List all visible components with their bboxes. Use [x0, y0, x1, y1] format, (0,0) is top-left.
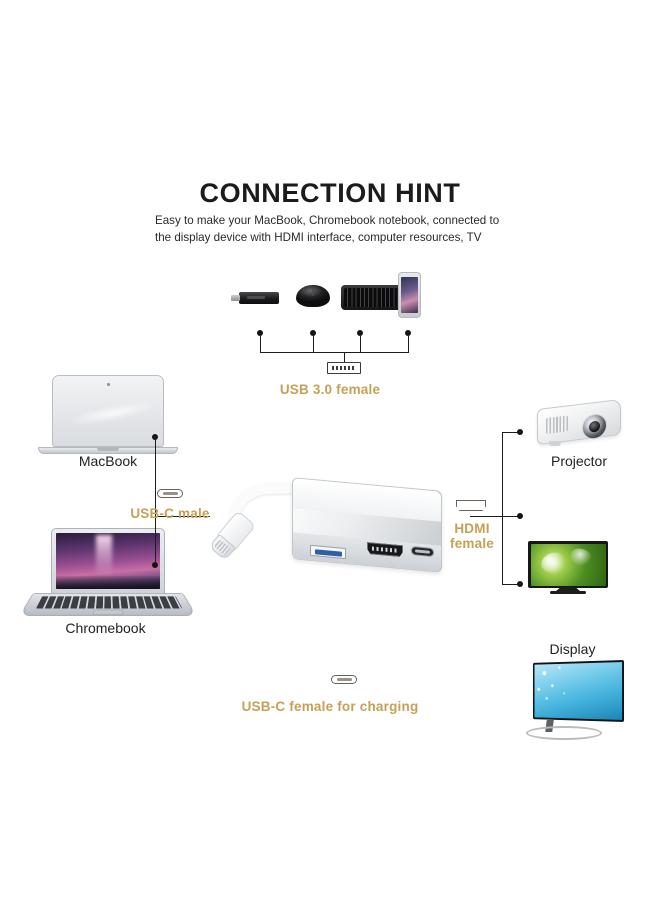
- connector-dot-keyboard: [357, 330, 363, 336]
- page-subtitle: Easy to make your MacBook, Chromebook no…: [155, 214, 500, 244]
- connector-dot-tv: [517, 513, 523, 519]
- page-title: CONNECTION HINT: [199, 178, 461, 208]
- usb-flash-drive-icon: [231, 292, 279, 304]
- adapter-usb-c-port: [411, 546, 434, 558]
- chromebook-illustration: [19, 528, 197, 620]
- projector-label: Projector: [550, 453, 608, 469]
- connector-bus-top: [260, 352, 409, 353]
- usbc-male-port-icon: [157, 489, 183, 498]
- connector-line: [260, 336, 261, 353]
- connector-dot-projector: [517, 429, 523, 435]
- adapter-usb-a-port: [310, 544, 346, 560]
- usbc-charging-label: USB-C female for charging: [241, 699, 419, 714]
- connector-dot-phone: [405, 330, 411, 336]
- display-label: Display: [549, 641, 596, 657]
- wireless-mouse-icon: [296, 285, 330, 307]
- connector-bus-right: [502, 432, 503, 584]
- connector-line: [155, 516, 210, 517]
- tv-illustration: [528, 541, 608, 597]
- projector-illustration: [533, 398, 625, 450]
- usbc-charging-port-icon: [331, 675, 357, 684]
- connector-line: [313, 336, 314, 353]
- connector-line: [470, 516, 503, 517]
- chromebook-label: Chromebook: [65, 620, 146, 636]
- connector-line: [502, 516, 520, 517]
- adapter-hdmi-port: [367, 542, 403, 557]
- macbook-illustration: [38, 375, 178, 461]
- usbc-male-label: USB-C male: [130, 506, 210, 521]
- connector-line: [360, 336, 361, 353]
- hdmi-female-label-line2: female: [450, 536, 494, 551]
- connector-line: [344, 352, 345, 363]
- usb-a-port-icon: [327, 362, 361, 374]
- usb-c-hub-adapter: [292, 477, 442, 573]
- connector-dot-flash-drive: [257, 330, 263, 336]
- display-illustration: [520, 660, 624, 740]
- hdmi-female-port-icon: [456, 500, 486, 511]
- macbook-label: MacBook: [78, 453, 138, 469]
- connector-bus-left: [155, 437, 156, 565]
- connector-dot-mouse: [310, 330, 316, 336]
- connector-line: [502, 584, 520, 585]
- connector-line: [502, 432, 520, 433]
- connector-dot-chromebook: [152, 562, 158, 568]
- hdmi-female-label-line1: HDMI: [454, 521, 490, 536]
- usb3-female-label: USB 3.0 female: [279, 382, 381, 397]
- connector-dot-display: [517, 581, 523, 587]
- connector-line: [408, 336, 409, 353]
- smartphone-icon: [398, 272, 421, 318]
